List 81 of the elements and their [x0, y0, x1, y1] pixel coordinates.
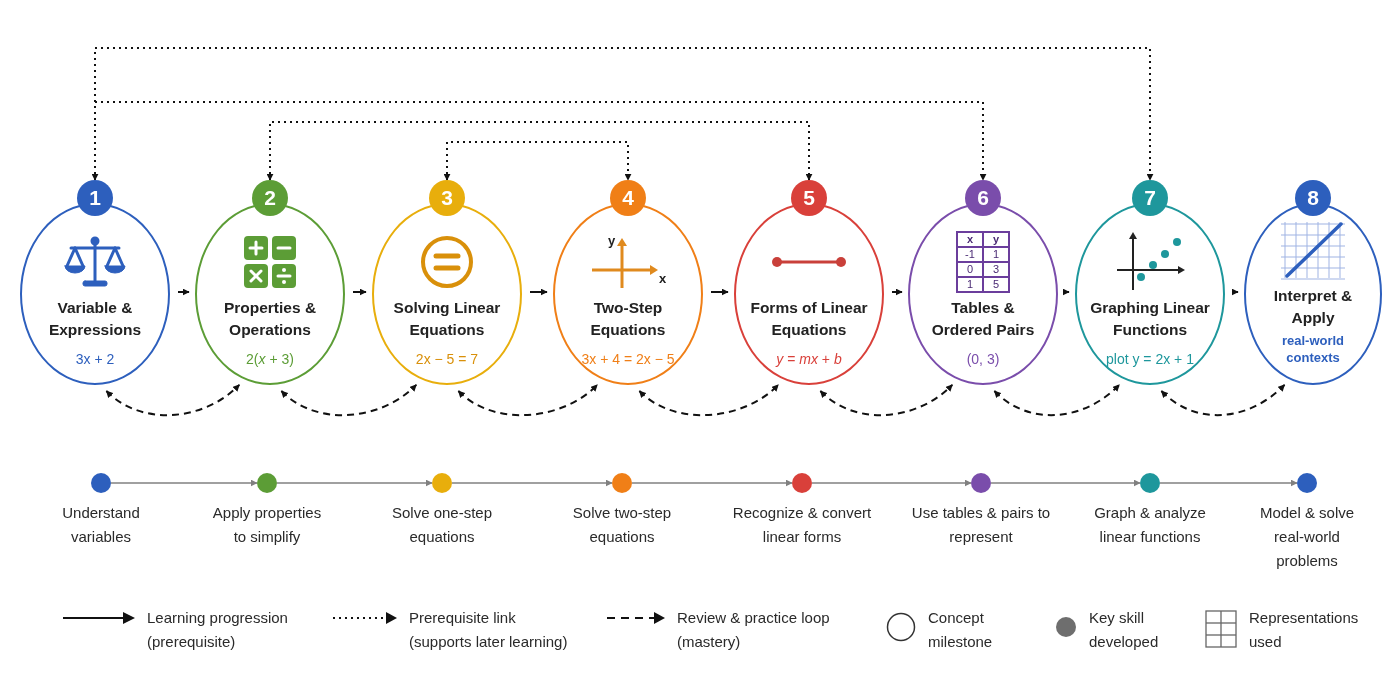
- review-loop: [457, 383, 599, 416]
- example-formula: 2(x + 3): [245, 350, 295, 369]
- table-cell: -1: [957, 247, 983, 262]
- progression-arrow: [891, 288, 903, 296]
- concept-title: Interpret & Apply: [1272, 286, 1354, 328]
- skill-dot: [1140, 473, 1160, 493]
- skill-label: Apply properties to simplify: [211, 503, 323, 547]
- example-formula: (0, 3): [965, 350, 1001, 369]
- skill-label: Recognize & convert linear forms: [731, 503, 873, 547]
- skill-dot: [1297, 473, 1317, 493]
- number-badge: 3: [429, 180, 465, 216]
- table-cell: x: [957, 232, 983, 247]
- progression-arrow: [177, 288, 190, 296]
- concept-title: Two-Step Equations: [589, 298, 667, 340]
- prerequisite-link: [91, 47, 1154, 181]
- review-loop: [280, 383, 418, 416]
- skill-dot: [612, 473, 632, 493]
- table-cell: 5: [983, 277, 1009, 292]
- example-formula: 3x + 2: [74, 350, 116, 369]
- review-loop: [638, 383, 780, 416]
- table-cell: y: [983, 232, 1009, 247]
- review-loop: [819, 383, 954, 416]
- prerequisite-link: [266, 121, 813, 181]
- skill-label: Solve one-step equations: [390, 503, 494, 547]
- table-cell: 1: [983, 247, 1009, 262]
- example-formula: 2x − 5 = 7: [414, 350, 480, 369]
- example-formula: y = mx + b: [774, 350, 843, 369]
- table-cell: 3: [983, 262, 1009, 277]
- concept-title: Tables & Ordered Pairs: [930, 298, 1036, 340]
- skill-arrow: [110, 479, 258, 487]
- legend-text: Concept milestone: [928, 608, 994, 652]
- number-badge: 4: [610, 180, 646, 216]
- progression-arrow: [1062, 288, 1070, 296]
- skill-arrow: [451, 479, 613, 487]
- number-badge: 5: [791, 180, 827, 216]
- skill-arrow: [1159, 479, 1298, 487]
- skill-arrow: [631, 479, 793, 487]
- number-badge: 2: [252, 180, 288, 216]
- skill-dot: [792, 473, 812, 493]
- progression-arrow: [1231, 288, 1239, 296]
- skill-label: Use tables & pairs to represent: [911, 503, 1051, 547]
- axis-label: x: [659, 272, 667, 285]
- prerequisite-link: [94, 101, 987, 181]
- table-cell: 0: [957, 262, 983, 277]
- skill-dot: [257, 473, 277, 493]
- skill-dot: [432, 473, 452, 493]
- progression-arrow: [710, 288, 729, 296]
- skill-label: Understand variables: [61, 503, 141, 547]
- number-badge: 1: [77, 180, 113, 216]
- skill-label: Graph & analyze linear functions: [1093, 503, 1207, 547]
- skill-label: Model & solve real-world problems: [1258, 503, 1356, 571]
- skill-arrow: [276, 479, 433, 487]
- concept-title: Solving Linear Equations: [392, 298, 502, 340]
- example-formula: 3x + 4 = 2x − 5: [580, 350, 676, 369]
- concept-title: Forms of Linear Equations: [749, 298, 869, 340]
- progression-arrow: [352, 288, 367, 296]
- skill-label: Solve two-step equations: [571, 503, 673, 547]
- example-formula: plot y = 2x + 1: [1105, 350, 1195, 369]
- prerequisite-link: [443, 141, 632, 181]
- skill-arrow: [811, 479, 972, 487]
- concept-title: Graphing Linear Functions: [1089, 298, 1211, 340]
- number-badge: 6: [965, 180, 1001, 216]
- example-formula: real-world contexts: [1280, 332, 1346, 366]
- legend-text: Prerequisite link (supports later learning): [409, 608, 569, 652]
- number-badge: 7: [1132, 180, 1168, 216]
- review-loop: [993, 383, 1121, 416]
- concept-title: Properties & Operations: [222, 298, 318, 340]
- legend-text: Learning progression (prerequisite): [147, 608, 289, 652]
- legend-text: Representations used: [1249, 608, 1360, 652]
- review-loop: [1160, 383, 1286, 416]
- progression-arrow: [529, 288, 548, 296]
- skill-arrow: [990, 479, 1141, 487]
- legend-text: Review & practice loop (mastery): [677, 608, 831, 652]
- table-cell: 1: [957, 277, 983, 292]
- number-badge: 8: [1295, 180, 1331, 216]
- review-loop: [105, 383, 241, 416]
- concept-title: Variable & Expressions: [47, 298, 143, 340]
- skill-dot: [91, 473, 111, 493]
- skill-dot: [971, 473, 991, 493]
- legend-text: Key skill developed: [1089, 608, 1160, 652]
- axis-label: y: [608, 234, 616, 247]
